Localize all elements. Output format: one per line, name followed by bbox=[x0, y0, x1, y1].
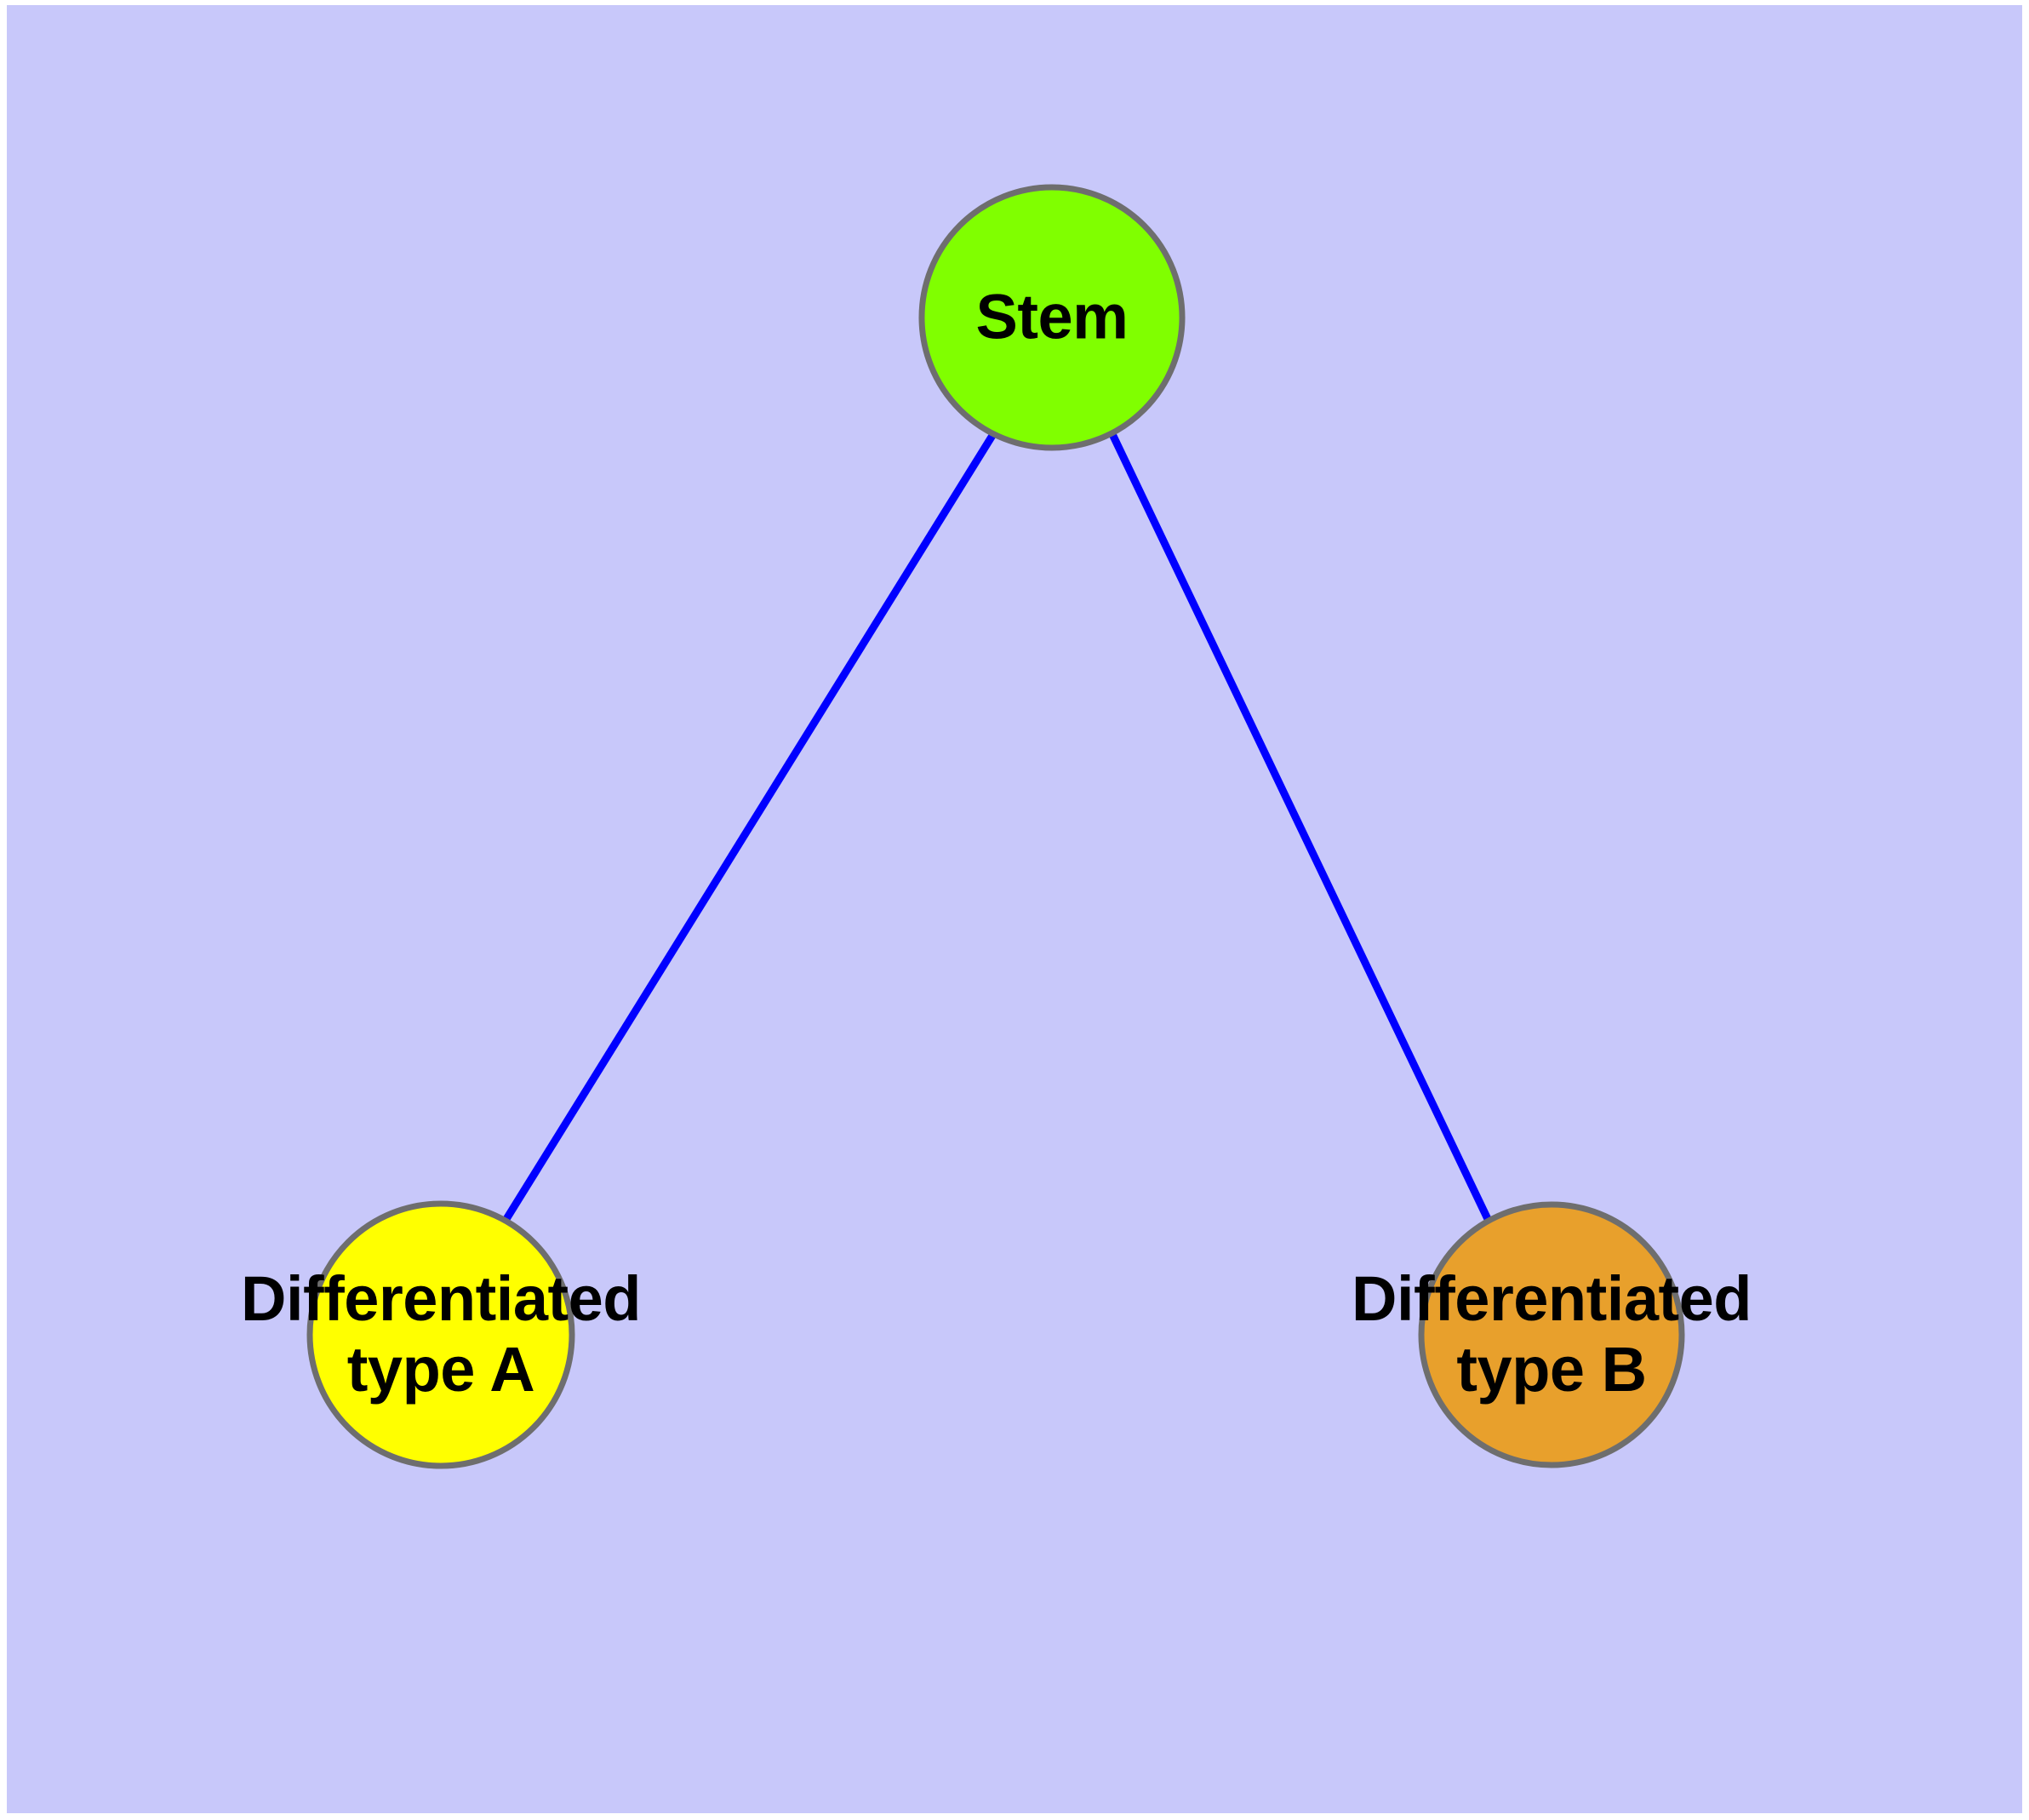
node-label-diff_b: Differentiated type B bbox=[1352, 1263, 1752, 1405]
node-label-stem: Stem bbox=[975, 281, 1129, 352]
graph-node-diff_b[interactable] bbox=[1418, 1201, 1685, 1468]
graph-node-stem[interactable] bbox=[918, 184, 1186, 451]
node-layer bbox=[306, 184, 1685, 1469]
graph-edge-stem-diff_b bbox=[1108, 432, 1492, 1221]
graph-node-diff_a[interactable] bbox=[306, 1200, 575, 1469]
edge-layer bbox=[503, 432, 1492, 1222]
graph-edge-stem-diff_a bbox=[503, 432, 997, 1222]
node-label-diff_a: Differentiated type A bbox=[241, 1263, 641, 1405]
